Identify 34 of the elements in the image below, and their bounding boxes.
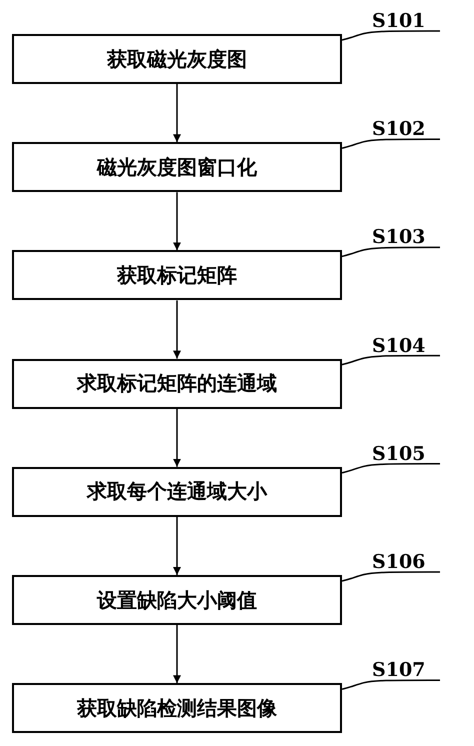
step-label: S104 <box>372 334 426 357</box>
process-box <box>12 250 342 300</box>
leader-line <box>342 679 440 690</box>
step-label: S106 <box>372 551 426 573</box>
step-text: 求取标记矩阵的连通域 <box>77 370 277 398</box>
process-box <box>12 142 342 192</box>
leader-line <box>342 30 440 41</box>
step-label: S103 <box>372 226 426 248</box>
leader-line <box>342 571 440 582</box>
process-box <box>12 34 342 84</box>
step-text: 求取每个连通域大小 <box>87 478 267 506</box>
process-box <box>12 575 342 625</box>
step-text: 获取磁光灰度图 <box>107 46 247 72</box>
process-box <box>12 683 342 734</box>
arrow <box>173 408 181 467</box>
step-text: 设置缺陷大小阈值 <box>97 586 257 614</box>
leader-line <box>342 138 440 149</box>
leader-line <box>342 354 440 366</box>
step-text: 获取缺陷检测结果图像 <box>77 694 277 722</box>
step-label: S102 <box>372 118 426 140</box>
arrow <box>173 300 181 359</box>
step-text: 获取标记矩阵 <box>117 262 237 289</box>
arrow <box>173 625 181 684</box>
step-label: S107 <box>372 659 426 682</box>
arrow <box>173 84 181 142</box>
step-label: S101 <box>372 10 426 32</box>
arrow <box>173 516 181 575</box>
arrow <box>173 192 181 250</box>
step-text: 磁光灰度图窗口化 <box>97 154 257 181</box>
leader-line <box>342 246 440 258</box>
leader-line <box>342 463 440 474</box>
process-box <box>12 358 342 409</box>
process-box <box>12 466 342 517</box>
step-label: S105 <box>372 442 426 465</box>
